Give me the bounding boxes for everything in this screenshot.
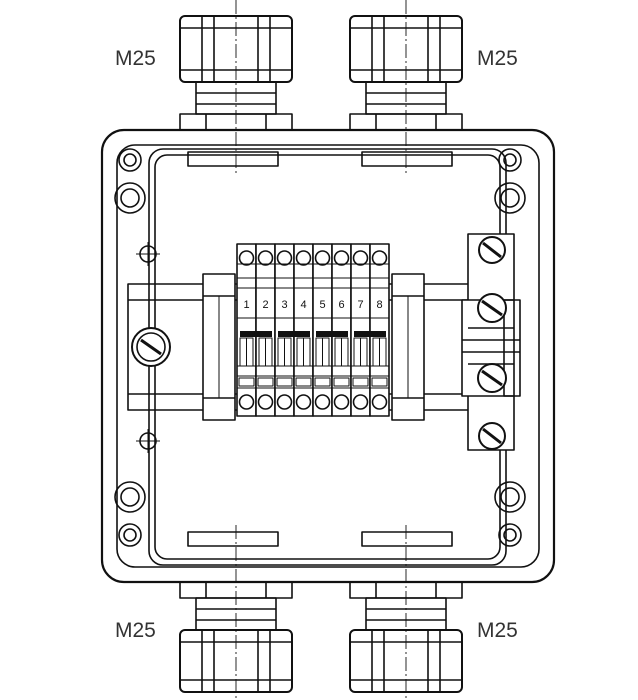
terminal-block: 1: [236, 243, 257, 417]
earth-screw-icon: [478, 422, 506, 450]
end-stop-right: [391, 273, 425, 421]
terminal-number: 8: [376, 299, 382, 311]
end-stop-left: [202, 273, 236, 421]
entry-slots: [187, 151, 453, 547]
earth-screw-icon: [477, 363, 507, 393]
terminal-number: 2: [262, 299, 268, 311]
terminal-number: 5: [319, 299, 325, 311]
terminal-screw-icon: [371, 250, 388, 266]
terminal-screw-icon: [295, 250, 312, 266]
terminal-block: 6: [331, 243, 352, 417]
cable-gland-top-right: [349, 0, 463, 175]
terminal-number: 7: [357, 299, 363, 311]
gland-label-top-right: M25: [477, 47, 518, 70]
terminal-screw-icon: [276, 250, 293, 266]
jumper-bridge: [278, 331, 310, 337]
terminal-number: 3: [281, 299, 287, 311]
corner-screw-icon: [114, 481, 146, 547]
earth-screw-icon: [477, 293, 507, 323]
corner-screw-icon: [114, 148, 146, 214]
earth-screw-icon: [478, 236, 506, 264]
terminal-screw-icon: [295, 394, 312, 410]
terminal-block: 3: [274, 243, 295, 417]
jumper-bridge: [354, 331, 386, 337]
terminal-screw-icon: [333, 250, 350, 266]
cable-gland-top-left: [179, 0, 293, 175]
jumper-bridge: [316, 331, 348, 337]
terminal-block: 5: [312, 243, 333, 417]
cable-gland-bottom-left: [179, 525, 293, 700]
terminal-screw-icon: [371, 394, 388, 410]
gland-label-bottom-left: M25: [115, 619, 156, 642]
terminal-screw-icon: [314, 250, 331, 266]
rail-screw-icon: [131, 327, 171, 367]
terminal-screw-icon: [257, 394, 274, 410]
terminal-blocks: 1 2 3 4 5 6 7 8: [236, 243, 390, 417]
corner-screw-icon: [494, 148, 526, 214]
terminal-number: 4: [300, 299, 306, 311]
terminal-number: 6: [338, 299, 344, 311]
jumper-bridge: [240, 331, 272, 337]
terminal-number: 1: [243, 299, 249, 311]
mounting-holes: [136, 242, 160, 453]
gland-label-top-left: M25: [115, 47, 156, 70]
terminal-block: 8: [369, 243, 390, 417]
terminal-screw-icon: [352, 250, 369, 266]
terminal-block: 4: [293, 243, 314, 417]
terminal-screw-icon: [314, 394, 331, 410]
earth-bar: [461, 233, 521, 451]
gland-label-bottom-right: M25: [477, 619, 518, 642]
terminal-screw-icon: [238, 250, 255, 266]
terminal-screw-icon: [276, 394, 293, 410]
corner-screw-icon: [494, 481, 526, 547]
terminal-screw-icon: [238, 394, 255, 410]
terminal-block: 7: [350, 243, 371, 417]
terminal-screw-icon: [257, 250, 274, 266]
terminal-block: 2: [255, 243, 276, 417]
corner-screws: [114, 148, 526, 547]
terminal-screw-icon: [333, 394, 350, 410]
terminal-screw-icon: [352, 394, 369, 410]
cable-gland-bottom-right: [349, 525, 463, 700]
